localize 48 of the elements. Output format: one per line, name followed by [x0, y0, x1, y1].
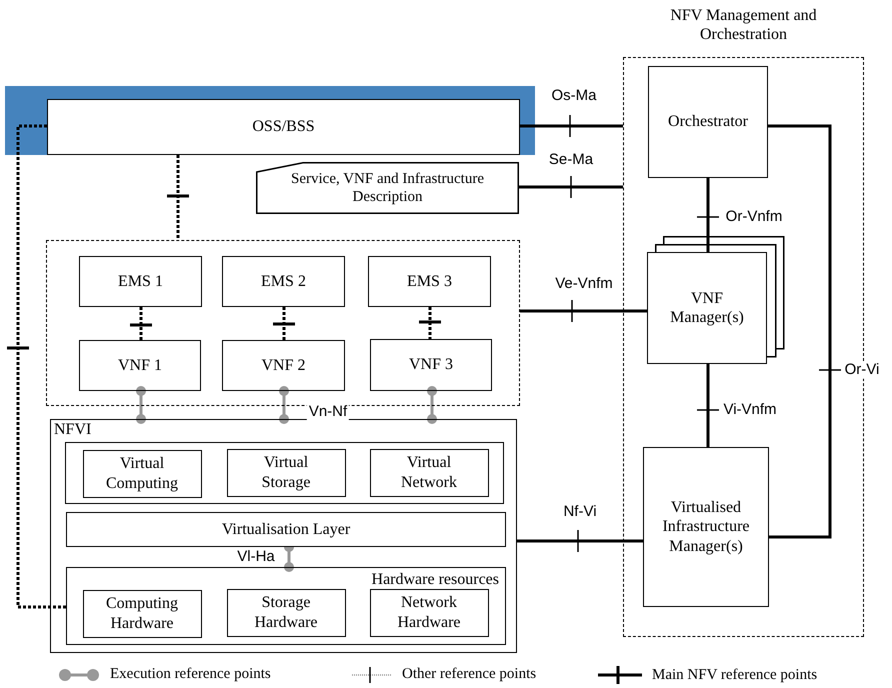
legend-label: Main NFV reference points — [652, 666, 818, 684]
node-label: NFVI — [54, 420, 92, 440]
node-label: VNF Manager(s) — [669, 288, 745, 328]
layer-bar — [66, 512, 506, 547]
edge-label: Or-Vi — [842, 362, 882, 378]
resource-group — [65, 442, 504, 504]
reference-point-label: Vn-Nf — [306, 404, 350, 420]
layer-container — [50, 419, 517, 653]
node-label: VNF 2 — [260, 356, 306, 376]
legend-label: Execution reference points — [110, 666, 271, 683]
component-box — [79, 340, 201, 391]
component-box — [370, 448, 488, 496]
document-box — [256, 162, 519, 214]
component-box — [226, 588, 346, 636]
component-box — [370, 588, 488, 636]
component-box — [368, 256, 491, 307]
node-label: OSS/BSS — [251, 117, 316, 137]
resource-group — [66, 567, 506, 645]
node-label: Virtual Storage — [260, 453, 312, 492]
component-box — [648, 66, 768, 178]
node-label: Virtualised Infrastructure Manager(s) — [661, 498, 751, 556]
node-label: EMS 3 — [406, 272, 453, 292]
system-box — [47, 99, 520, 155]
component-box — [370, 339, 492, 391]
component-box — [643, 447, 769, 607]
component-box — [647, 252, 767, 364]
group-heading: NFV Management and Orchestration — [669, 6, 818, 44]
node-label: Orchestrator — [667, 112, 749, 132]
node-label: EMS 2 — [260, 272, 307, 292]
legend-label: Other reference points — [402, 666, 536, 683]
node-label: Virtualisation Layer — [220, 520, 352, 540]
dashed-group — [46, 240, 520, 406]
node-label: VNF 1 — [116, 356, 163, 376]
component-box — [226, 448, 346, 496]
node-label: EMS 1 — [117, 272, 164, 292]
node-label: Computing Hardware — [104, 594, 179, 633]
component-box — [82, 450, 202, 498]
node-label: Network Hardware — [396, 593, 462, 632]
component-box — [82, 590, 202, 638]
node-label: Service, VNF and Infrastructure Description — [290, 170, 485, 206]
node-label: VNF 3 — [408, 355, 454, 375]
component-box — [79, 256, 202, 307]
component-box — [222, 340, 345, 391]
node-label: Virtual Network — [400, 453, 458, 492]
node-label: Virtual Computing — [104, 454, 179, 493]
node-label: Storage Hardware — [253, 593, 319, 632]
node-label: Hardware resources — [372, 570, 499, 590]
component-box — [222, 256, 345, 307]
